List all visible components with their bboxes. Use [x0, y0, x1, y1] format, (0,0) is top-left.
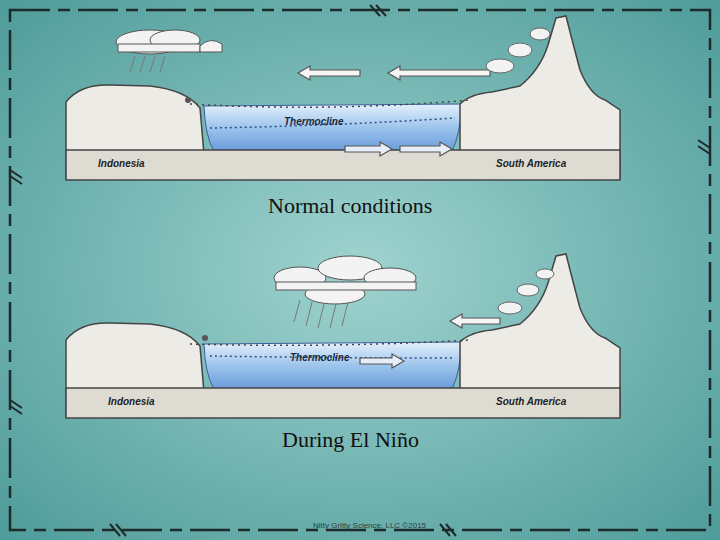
normal-panel	[66, 16, 620, 180]
el-nino-panel	[66, 254, 620, 418]
place-label: South America	[496, 396, 566, 407]
panel-caption: Normal conditions	[268, 194, 432, 218]
watermark: Nitty Gritty Science, LLC ©2015	[313, 522, 426, 531]
place-label: South America	[496, 158, 566, 169]
place-label: Indonesia	[108, 396, 155, 407]
layer-label: Thermocline	[290, 352, 349, 363]
layer-label: Thermocline	[284, 116, 343, 127]
panel-caption: During El Niño	[282, 428, 419, 452]
place-label: Indonesia	[98, 158, 145, 169]
